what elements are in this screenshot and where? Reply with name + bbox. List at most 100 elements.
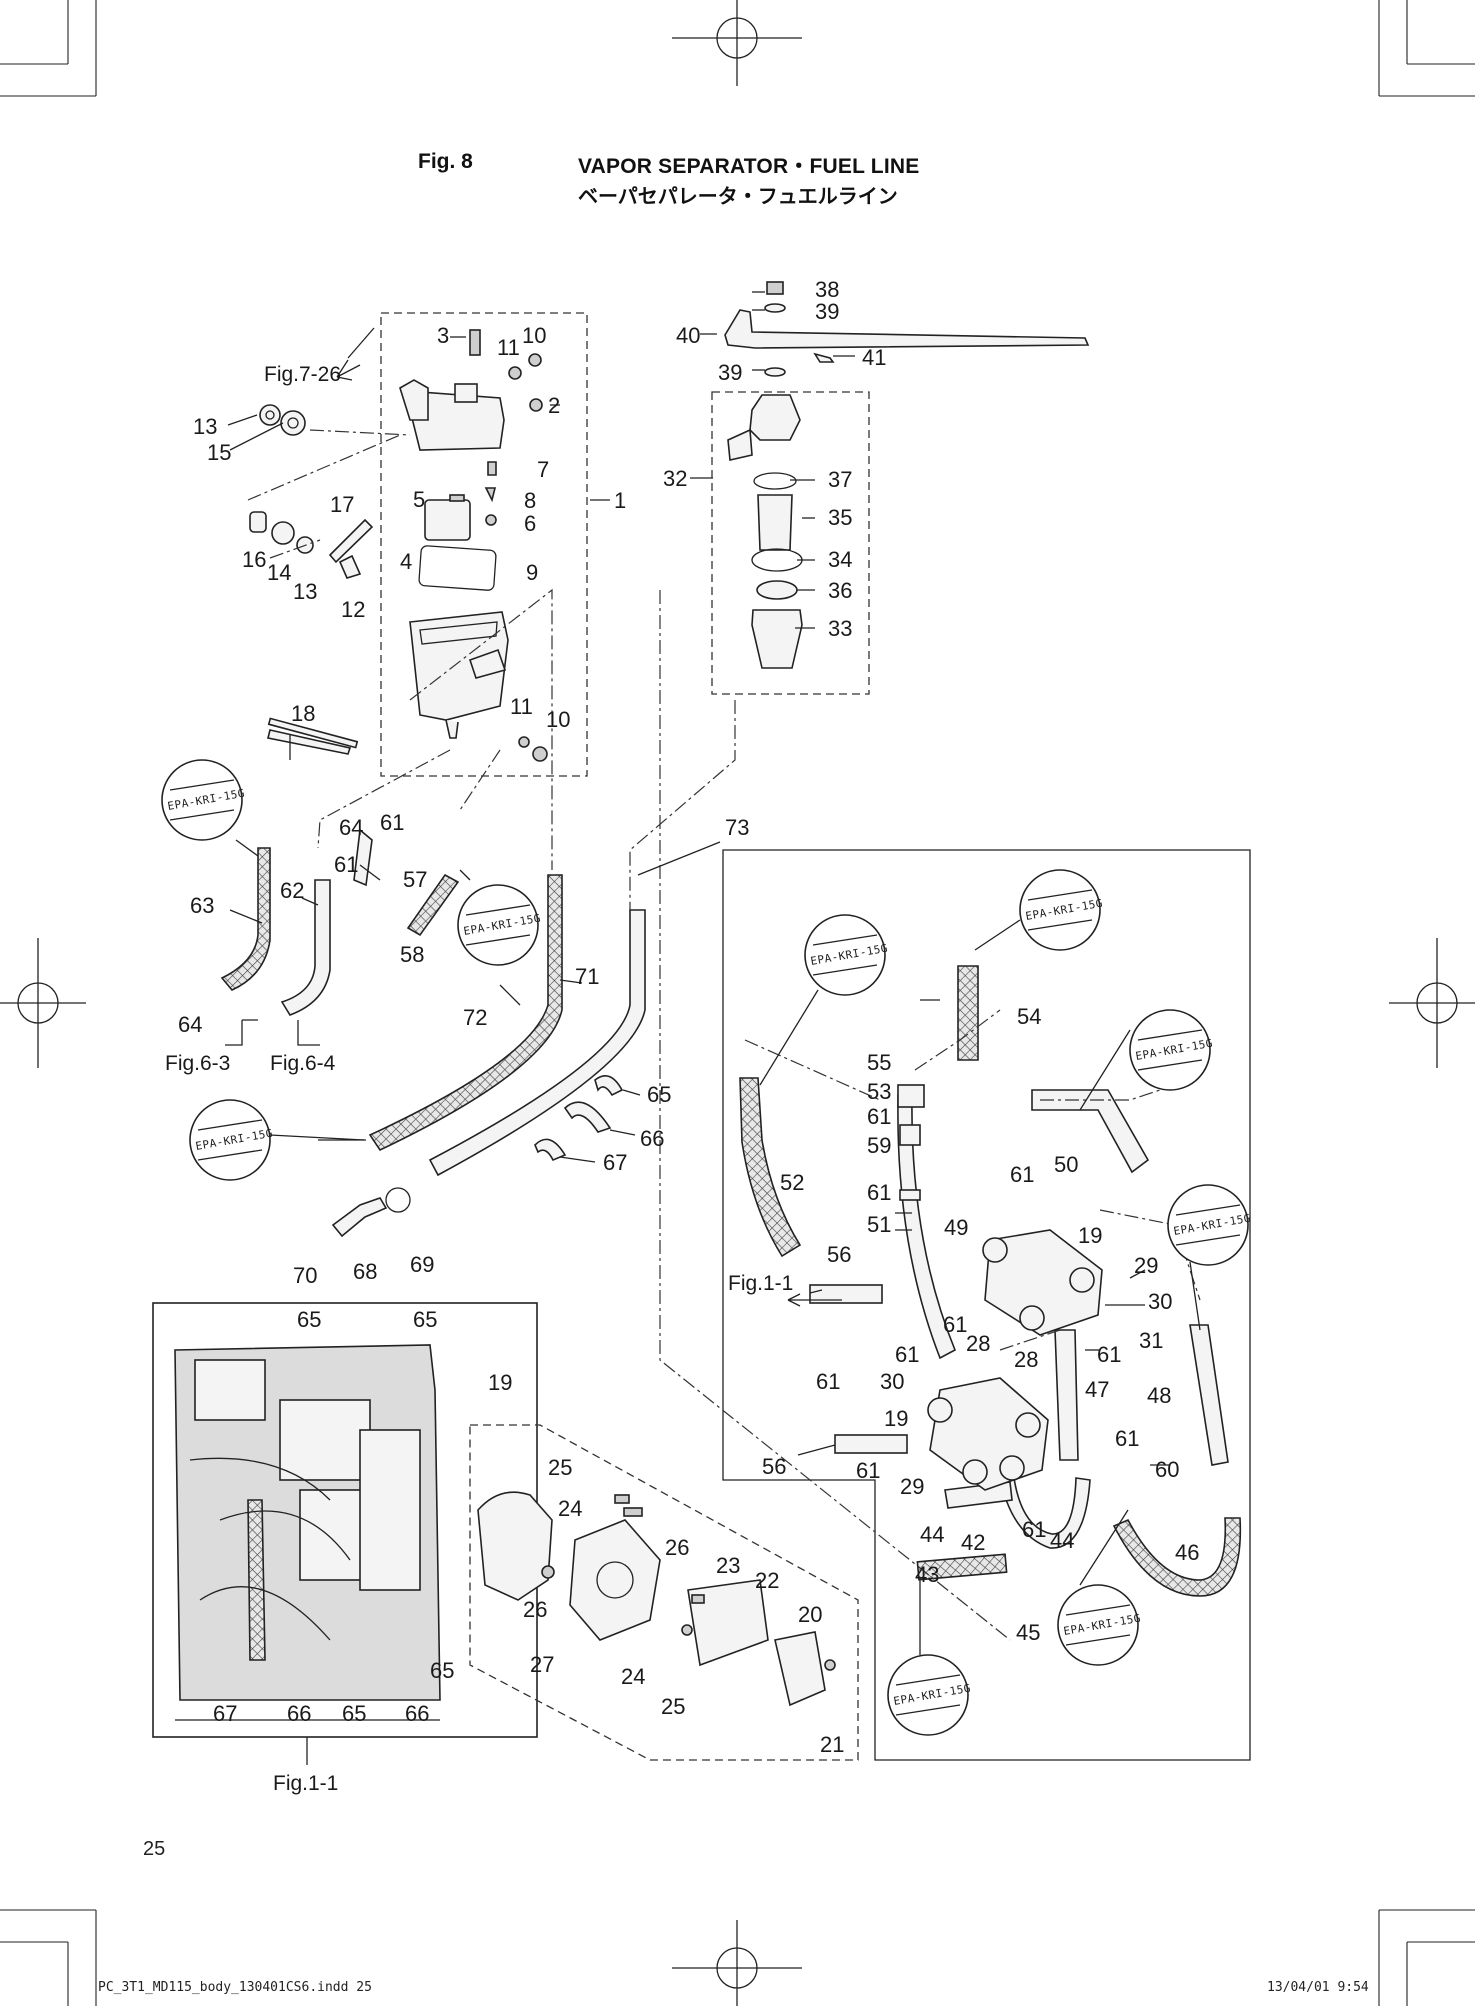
callout-66-a: 66: [640, 1126, 664, 1151]
callout-61-b: 61: [334, 852, 358, 877]
callout-8: 8: [524, 488, 536, 513]
figure-references: Fig.7-26 Fig.6-3 Fig.6-4 Fig.1-1 Fig.1-1: [165, 363, 793, 1795]
callout-73: 73: [725, 815, 749, 840]
callout-65-a: 65: [647, 1082, 671, 1107]
epa-stamp-9: EPA-KRI-15G: [887, 1654, 972, 1736]
epa-stamps: EPA-KRI-15G EPA-KRI-15G EPA-KRI-15G EPA-…: [161, 759, 1252, 1736]
callout-61-h: 61: [1097, 1342, 1121, 1367]
left-fittings: [249, 404, 374, 755]
callout-58: 58: [400, 942, 424, 967]
callout-14: 14: [267, 560, 291, 585]
callout-39-a: 39: [815, 299, 839, 324]
figure-title-japanese: ベーパセパレータ・フュエルライン: [578, 184, 898, 208]
footer-filename: PC_3T1_MD115_body_130401CS6.indd 25: [98, 1980, 372, 1995]
callout-60: 60: [1155, 1457, 1179, 1482]
hose-71: [428, 909, 646, 1177]
figure-number: Fig. 8: [418, 150, 473, 173]
connection-lines: [247, 429, 1201, 1641]
callout-19-a: 19: [1078, 1223, 1102, 1248]
callout-5: 5: [413, 487, 425, 512]
small-fasteners-upper: [449, 329, 548, 762]
epa-stamp-6: EPA-KRI-15G: [1129, 1009, 1214, 1091]
callout-29-a: 29: [1134, 1253, 1158, 1278]
callout-63: 63: [190, 893, 214, 918]
callout-29-b: 29: [900, 1474, 924, 1499]
callout-42: 42: [961, 1530, 985, 1555]
callout-40: 40: [676, 323, 700, 348]
callout-72: 72: [463, 1005, 487, 1030]
callout-71: 71: [575, 964, 599, 989]
hose-72: [368, 874, 563, 1152]
callout-2: 2: [548, 393, 560, 418]
callout-49: 49: [944, 1215, 968, 1240]
callout-13-b: 13: [293, 579, 317, 604]
callout-61-a: 61: [380, 810, 404, 835]
callout-68: 68: [353, 1259, 377, 1284]
hose-clamp-69: [385, 1187, 411, 1213]
figure-title: VAPOR SEPARATOR・FUEL LINE: [578, 155, 920, 178]
callout-46: 46: [1175, 1540, 1199, 1565]
fuel-filter-parts: [724, 281, 1090, 669]
figure-ref-arrows: [225, 359, 842, 1765]
fig-ref-1-1-inset: Fig.1-1: [273, 1772, 338, 1795]
callout-65-c: 65: [413, 1307, 437, 1332]
callout-9: 9: [526, 560, 538, 585]
callout-69: 69: [410, 1252, 434, 1277]
callout-61-f: 61: [943, 1312, 967, 1337]
epa-stamp-8: EPA-KRI-15G: [1057, 1584, 1142, 1666]
engine-inset-detail: [174, 1344, 441, 1721]
pump-hoses: [739, 965, 1242, 1597]
callout-64-b: 64: [178, 1012, 202, 1037]
callout-65-b: 65: [297, 1307, 321, 1332]
callout-61-k: 61: [856, 1458, 880, 1483]
callout-10-b: 10: [546, 707, 570, 732]
callout-61-g: 61: [895, 1342, 919, 1367]
callout-48: 48: [1147, 1383, 1171, 1408]
callout-21: 21: [820, 1732, 844, 1757]
epa-stamp-1: EPA-KRI-15G: [161, 759, 246, 841]
callout-41: 41: [862, 345, 886, 370]
callout-45: 45: [1016, 1620, 1040, 1645]
callout-27: 27: [530, 1652, 554, 1677]
leader-lines: [227, 291, 1170, 1466]
callout-22: 22: [755, 1568, 779, 1593]
callout-55: 55: [867, 1050, 891, 1075]
callout-65-d: 65: [430, 1658, 454, 1683]
callout-7: 7: [537, 457, 549, 482]
callout-15: 15: [207, 440, 231, 465]
callout-6: 6: [524, 511, 536, 536]
callout-20: 20: [798, 1602, 822, 1627]
callout-54: 54: [1017, 1004, 1041, 1029]
callout-30-b: 30: [880, 1369, 904, 1394]
epa-stamp-2: EPA-KRI-15G: [457, 884, 542, 966]
clip-67: [534, 1138, 567, 1162]
callout-66-c: 66: [405, 1701, 429, 1726]
callout-64-a: 64: [339, 815, 363, 840]
callout-67-a: 67: [603, 1150, 627, 1175]
clip-66: [563, 1101, 612, 1133]
fuel-pump-lower: [927, 1377, 1049, 1491]
epa-stamp-3: EPA-KRI-15G: [189, 1099, 274, 1181]
fig-ref-7-26: Fig.7-26: [264, 363, 341, 386]
callout-19-b: 19: [884, 1406, 908, 1431]
fitting-68-70: [331, 1197, 388, 1238]
callout-16: 16: [242, 547, 266, 572]
callout-35: 35: [828, 505, 852, 530]
callout-39-b: 39: [718, 360, 742, 385]
callout-44-b: 44: [1050, 1528, 1074, 1553]
callout-18: 18: [291, 701, 315, 726]
vapor-separator-cover: [399, 379, 505, 451]
callout-28-b: 28: [1014, 1347, 1038, 1372]
hose-62: [280, 879, 331, 1016]
epa-stamp-7: EPA-KRI-15G: [1167, 1184, 1252, 1266]
callout-11-b: 11: [510, 694, 533, 719]
callout-26-b: 26: [523, 1597, 547, 1622]
footer-timestamp: 13/04/01 9:54: [1267, 1980, 1369, 1995]
callout-44-a: 44: [920, 1522, 944, 1547]
hose-58: [406, 873, 460, 937]
callout-36: 36: [828, 578, 852, 603]
callout-61-l: 61: [1022, 1517, 1046, 1542]
callout-37: 37: [828, 467, 852, 492]
